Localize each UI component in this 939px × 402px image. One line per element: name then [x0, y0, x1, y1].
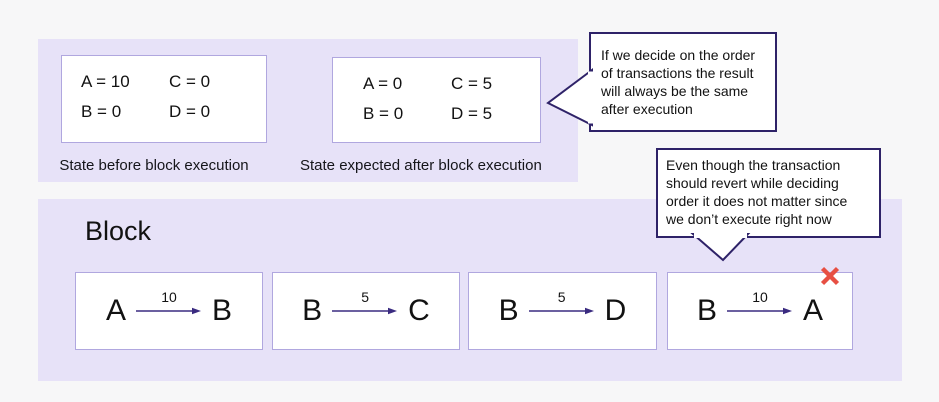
- revert-callout-tail: [690, 232, 751, 262]
- state-value: C = 0: [169, 72, 211, 91]
- state-before-values: A = 10 C = 0 B = 0 D = 0: [62, 56, 266, 122]
- callout-line: If we decide on the order: [601, 47, 756, 63]
- transfer-amount: 5: [361, 289, 370, 305]
- tx-to: C: [408, 294, 430, 327]
- callout-line: should revert while deciding: [666, 175, 839, 191]
- transfer-amount: 10: [161, 289, 177, 305]
- tx-from: B: [302, 294, 323, 327]
- transfer-amount: 10: [752, 289, 768, 305]
- state-value: B = 0: [363, 104, 404, 123]
- tx-to: A: [803, 294, 824, 327]
- state-value: B = 0: [81, 102, 122, 121]
- transaction-card-4: B 10 A: [667, 272, 853, 350]
- tx-to: D: [604, 294, 627, 327]
- state-after-values: A = 0 C = 5 B = 0 D = 5: [333, 58, 540, 124]
- state-value: D = 0: [169, 102, 211, 121]
- state-value: A = 10: [81, 72, 130, 91]
- tx-to: B: [212, 294, 233, 327]
- state-value: C = 5: [451, 74, 493, 93]
- state-value: A = 0: [363, 74, 403, 93]
- revert-callout: Even though the transaction should rever…: [656, 148, 881, 238]
- callout-line: we don’t execute right now: [666, 211, 832, 227]
- state-value: D = 5: [451, 104, 493, 123]
- state-after-caption: State expected after block execution: [300, 157, 542, 174]
- tx-from: B: [696, 294, 717, 327]
- transaction-card-2: B 5 C: [272, 272, 460, 350]
- callout-line: will always be the same: [601, 83, 749, 99]
- transaction-card-3: B 5 D: [468, 272, 657, 350]
- reject-x-icon: [820, 266, 840, 286]
- callout-line: Even though the transaction: [666, 157, 841, 173]
- order-callout: If we decide on the order of transaction…: [589, 32, 777, 132]
- block-title: Block: [85, 216, 152, 246]
- arrow-right-icon: [727, 307, 792, 315]
- transfer-amount: 5: [557, 289, 566, 305]
- state-after-card: A = 0 C = 5 B = 0 D = 5: [332, 57, 541, 143]
- state-before-caption: State before block execution: [59, 157, 249, 174]
- arrow-right-icon: [528, 307, 594, 315]
- transaction-card-1: A 10 B: [75, 272, 263, 350]
- callout-line: order it does not matter since: [666, 193, 848, 209]
- transfer-arrow: 10: [727, 289, 793, 316]
- callout-line: after execution: [601, 101, 693, 117]
- transfer-arrow: 10: [136, 289, 202, 316]
- tx-from: B: [498, 294, 519, 327]
- tx-from: A: [105, 294, 126, 327]
- transfer-arrow: 5: [528, 289, 595, 316]
- order-callout-tail: [546, 68, 594, 127]
- state-before-card: A = 10 C = 0 B = 0 D = 0: [61, 55, 267, 143]
- transfer-arrow: 5: [332, 289, 398, 316]
- arrow-right-icon: [136, 307, 201, 315]
- arrow-right-icon: [332, 307, 398, 315]
- callout-line: of transactions the result: [601, 65, 754, 81]
